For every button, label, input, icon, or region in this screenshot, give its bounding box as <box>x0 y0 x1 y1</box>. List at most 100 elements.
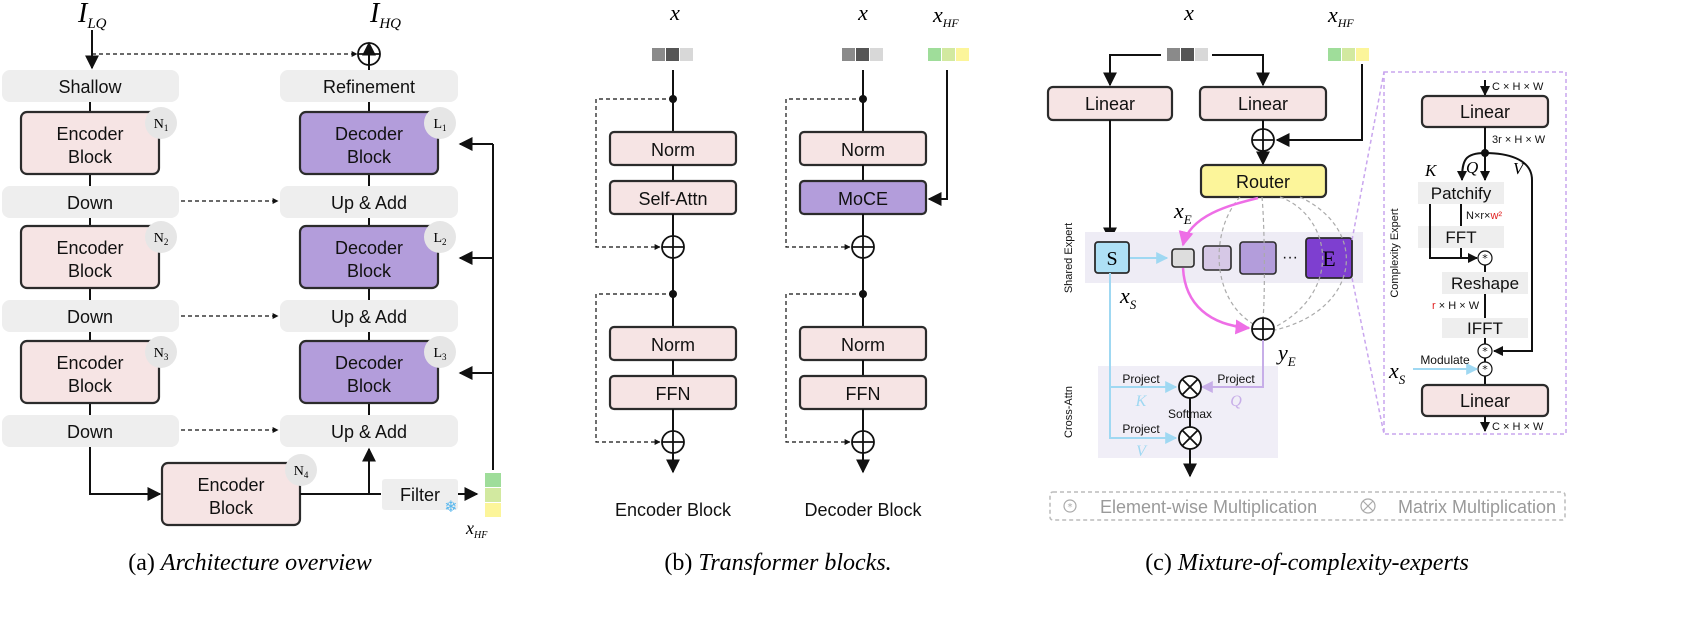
v-label: V <box>1513 159 1526 178</box>
svg-text:Block: Block <box>347 261 392 281</box>
down-row-3: Down Up & Add <box>2 415 458 447</box>
x-label-enc: x <box>669 0 680 25</box>
caption-a: (a) Architecture overview <box>128 550 371 576</box>
q-label: Q <box>1466 158 1478 177</box>
svg-text:Up & Add: Up & Add <box>331 193 407 213</box>
ifft-box <box>1442 318 1528 338</box>
xhf-label-c: xHF <box>1327 2 1354 30</box>
svg-text:Encoder: Encoder <box>56 353 123 373</box>
router-box <box>1199 163 1328 199</box>
input-label: ILQ <box>77 0 107 32</box>
decoder-block-2: Decoder Block L2 <box>298 221 456 290</box>
xhf-label-b: xHF <box>932 2 959 30</box>
s-label: S <box>1106 248 1117 270</box>
decoder-block-caption: Decoder Block <box>804 500 922 520</box>
x-label-c: x <box>1183 0 1194 25</box>
complexity-expert-panel <box>1383 71 1567 435</box>
frozen-icon: ❄ <box>444 497 457 516</box>
k-label-blue: K <box>1135 393 1148 410</box>
e-label: E <box>1322 246 1335 271</box>
project-k-label: Project <box>1122 372 1160 386</box>
svg-text:Filter: Filter <box>400 485 440 505</box>
reshape-box <box>1442 272 1528 294</box>
matrix-mult-icon <box>1360 498 1376 514</box>
r-hw-label: r × H × W <box>1432 300 1480 312</box>
refinement-label: Refinement <box>323 77 415 97</box>
expert-ellipsis: ··· <box>1282 249 1298 266</box>
reshape-label: Reshape <box>1451 274 1519 293</box>
enc-ffn-label: FFN <box>656 384 691 404</box>
xhf-tokens-b <box>928 48 969 61</box>
decoder-block-3: Decoder Block L3 <box>298 336 456 405</box>
moce-label: MoCE <box>838 189 888 209</box>
encoder-block-3: Encoder Block N3 <box>19 336 177 405</box>
encoder-block-4: Encoder Block N4 <box>160 454 317 527</box>
ifft-label: IFFT <box>1467 319 1503 338</box>
svg-text:Up & Add: Up & Add <box>331 307 407 327</box>
v-label-blue: V <box>1136 443 1148 460</box>
encoder-block-caption: Encoder Block <box>615 500 732 520</box>
shallow-box <box>2 70 179 102</box>
shallow-label: Shallow <box>58 77 122 97</box>
modulate-label: Modulate <box>1420 353 1470 367</box>
dec-ffn-label: FFN <box>846 384 881 404</box>
expert-3 <box>1239 241 1277 275</box>
svg-text:Block: Block <box>209 498 254 518</box>
encoder-block-1: Encoder Block N1 <box>19 107 177 176</box>
dec-norm-1-label: Norm <box>841 140 885 160</box>
xhf-tokens-c <box>1328 48 1369 61</box>
panel-b: x Norm Self-Attn Norm FFN Encoder Block … <box>595 0 969 576</box>
linear-out-label: Linear <box>1460 391 1510 411</box>
chw-top-label: C × H × W <box>1492 81 1544 93</box>
linear-left-label: Linear <box>1085 94 1135 114</box>
xhf-token-stack <box>485 473 501 517</box>
refinement-box <box>280 70 458 102</box>
expert-2 <box>1202 245 1232 271</box>
shared-expert-label: Shared Expert <box>1063 223 1075 293</box>
svg-text:Decoder: Decoder <box>335 124 403 144</box>
output-label: IHQ <box>369 0 401 32</box>
svg-text:Down: Down <box>67 307 113 327</box>
elementwise-icon <box>1063 499 1077 513</box>
expert-1 <box>1171 248 1195 268</box>
xs-label-2: xS <box>1388 358 1406 387</box>
down-row-1: Down Up & Add <box>2 186 458 218</box>
q-label-purple: Q <box>1230 393 1242 410</box>
patchify-label: Patchify <box>1431 184 1492 203</box>
svg-text:Block: Block <box>68 147 113 167</box>
x-tokens-dec <box>842 48 883 61</box>
x-tokens-c <box>1167 48 1208 61</box>
x-label-dec: x <box>857 0 868 25</box>
nrw-label: N×r×w² <box>1466 210 1502 222</box>
x-tokens-enc <box>652 48 693 61</box>
linear-right-label: Linear <box>1238 94 1288 114</box>
project-v-label: Project <box>1122 422 1160 436</box>
3r-hw-label: 3r × H × W <box>1492 134 1546 146</box>
patchify-box <box>1418 182 1504 204</box>
svg-text:Block: Block <box>68 261 113 281</box>
svg-text:Down: Down <box>67 193 113 213</box>
shared-expert-s <box>1094 241 1130 274</box>
filter-box: Filter ❄ <box>382 479 458 516</box>
chw-bottom-label: C × H × W <box>1492 421 1544 433</box>
svg-text:*: * <box>1068 502 1073 513</box>
svg-text:Encoder: Encoder <box>197 475 264 495</box>
svg-text:Up & Add: Up & Add <box>331 422 407 442</box>
ye-label: yE <box>1276 340 1296 369</box>
panel-a: ILQ IHQ Shallow Refinement Encoder Block… <box>2 0 501 576</box>
k-label: K <box>1424 161 1438 180</box>
expert-e <box>1305 237 1353 279</box>
enc-norm-2-label: Norm <box>651 335 695 355</box>
caption-c: (c) Mixture-of-complexity-experts <box>1145 550 1469 576</box>
router-label: Router <box>1236 172 1290 192</box>
self-attn-label: Self-Attn <box>638 189 707 209</box>
legend-elementwise: Element-wise Multiplication <box>1100 497 1317 517</box>
down-row-2: Down Up & Add <box>2 300 458 332</box>
enc-norm-1-label: Norm <box>651 140 695 160</box>
encoder-block-2: Encoder Block N2 <box>19 221 177 290</box>
decoder-block-1: Decoder Block L1 <box>298 107 456 176</box>
project-q-label: Project <box>1217 372 1255 386</box>
svg-text:Encoder: Encoder <box>56 124 123 144</box>
svg-text:Block: Block <box>347 376 392 396</box>
